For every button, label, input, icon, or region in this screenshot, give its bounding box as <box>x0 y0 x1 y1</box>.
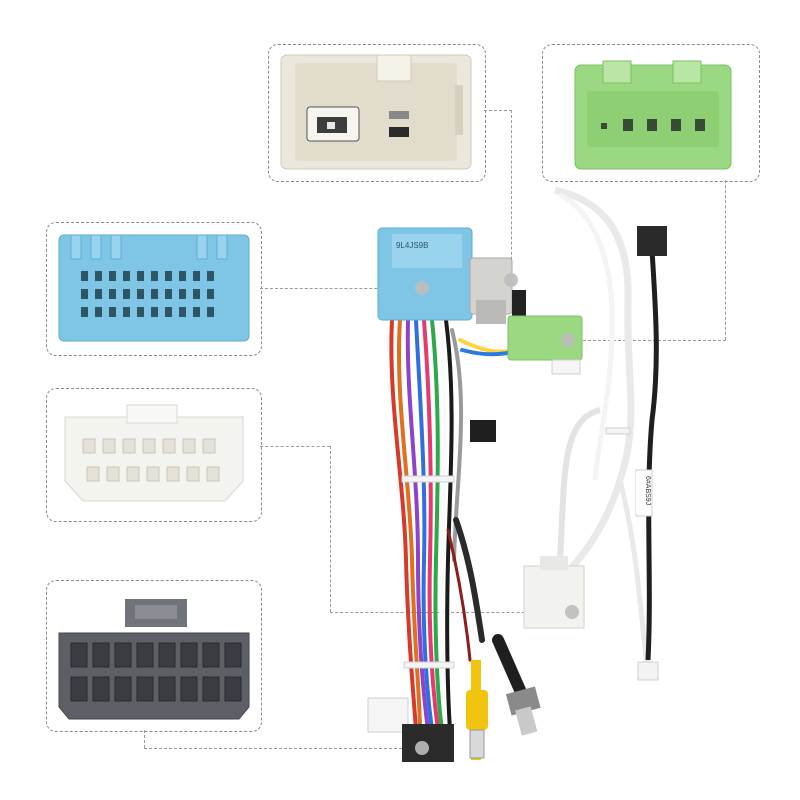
callout-green-connector <box>542 44 760 182</box>
leader-line-blue <box>260 288 422 289</box>
leader-line-white-v <box>330 446 331 612</box>
leader-line-grey <box>144 748 422 749</box>
leader-line-green <box>725 180 726 340</box>
beige-connector-image <box>280 54 472 170</box>
marker-dot-white <box>565 605 579 619</box>
leader-line-beige-v <box>511 110 512 280</box>
callout-grey-connector <box>46 580 262 732</box>
callout-white-connector <box>46 388 262 522</box>
white-connector-image <box>64 404 244 502</box>
leader-line-beige <box>484 110 512 111</box>
green-connector-image <box>574 60 732 170</box>
blue-connector-image <box>58 234 250 342</box>
marker-dot-beige <box>504 273 518 287</box>
marker-dot-blue <box>415 281 429 295</box>
marker-dot-grey <box>415 741 429 755</box>
blue-connector-label: 9L4JS9B <box>396 241 428 250</box>
leader-line-green-h <box>568 340 726 341</box>
callout-blue-connector <box>46 222 262 356</box>
leader-line-grey-v <box>144 730 145 748</box>
marker-dot-green <box>561 333 575 347</box>
callout-beige-connector <box>268 44 486 182</box>
cable-tag-label: 6#ABS9J <box>644 476 651 505</box>
leader-line-white <box>260 446 330 447</box>
grey-connector-image <box>58 599 250 720</box>
leader-line-white-h <box>330 612 570 613</box>
